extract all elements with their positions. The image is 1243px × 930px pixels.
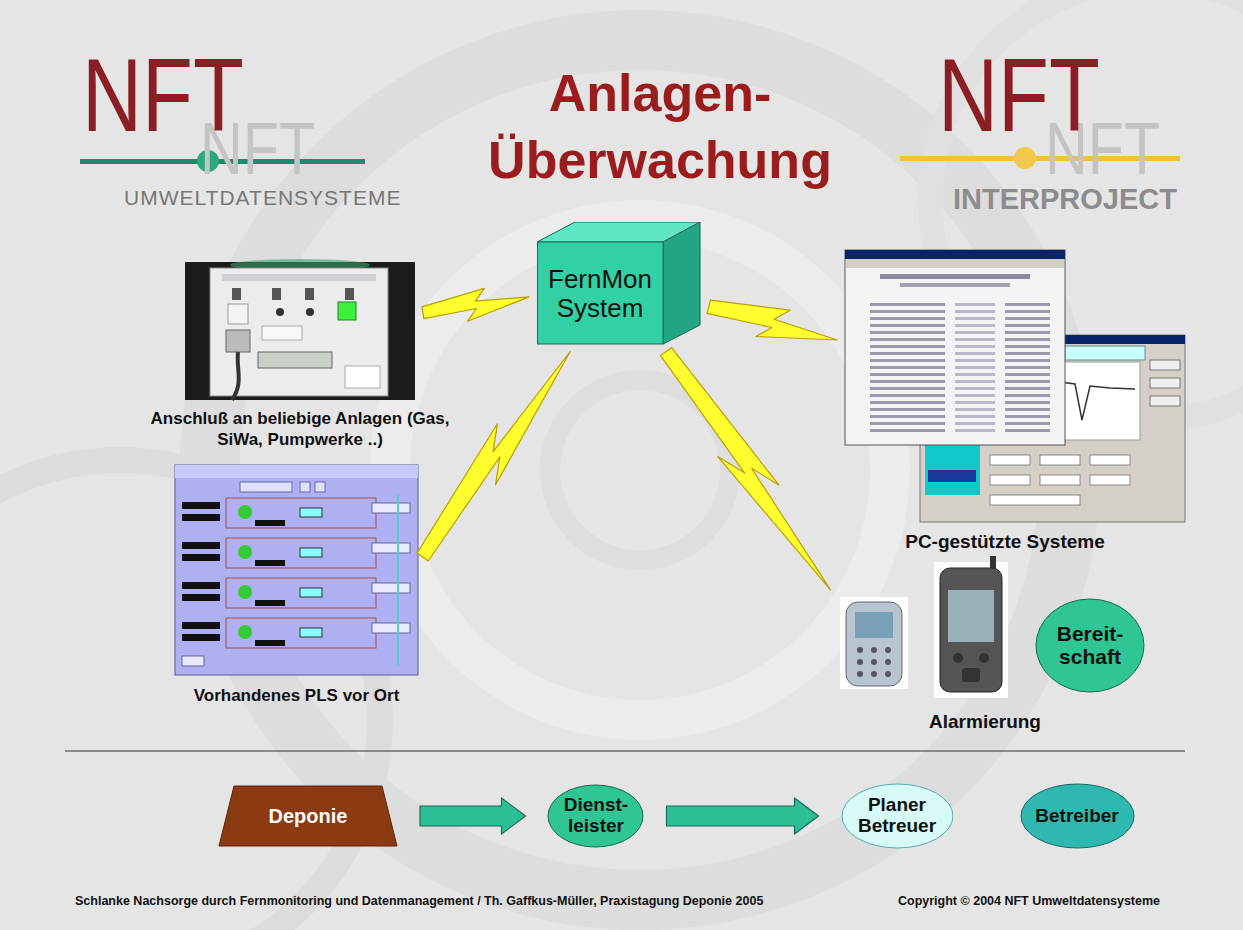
ellipse-outline bbox=[1021, 784, 1134, 848]
block-arrow bbox=[420, 798, 526, 834]
mobile-devices bbox=[840, 556, 1008, 698]
caption: PC-gestützte Systeme bbox=[845, 530, 1165, 554]
node-label: Dienst- leister bbox=[564, 795, 628, 837]
standby-circle: Bereit- schaft bbox=[1035, 598, 1145, 693]
node-label: Planer Betreuer bbox=[858, 795, 936, 837]
role-circle: Planer Betreuer bbox=[841, 783, 954, 849]
role-circle: Betreiber bbox=[1020, 783, 1135, 849]
text-holder: Betreiber bbox=[1020, 783, 1135, 849]
device-photo bbox=[185, 259, 415, 400]
role-circle: Dienst- leister bbox=[547, 784, 644, 848]
logo-letters: NFT bbox=[82, 43, 244, 147]
ellipse-outline bbox=[1036, 599, 1144, 692]
device-photo-node: Anschluß an beliebige Anlagen (Gas, SiWa… bbox=[185, 262, 415, 400]
caption: Alarmierung bbox=[835, 710, 1135, 734]
lightning-link bbox=[422, 288, 529, 321]
caption: Anschluß an beliebige Anlagen (Gas, SiWa… bbox=[140, 408, 460, 451]
node-label: Betreiber bbox=[1035, 806, 1118, 827]
text-holder: FernMon System bbox=[537, 242, 663, 345]
pc-screenshots bbox=[845, 250, 1185, 522]
copyright-note: Copyright © 2004 NFT Umweltdatensysteme bbox=[898, 894, 1160, 908]
system-cube: FernMon System bbox=[537, 222, 701, 345]
pls-screenshot bbox=[175, 465, 418, 675]
node-label: Bereit- schaft bbox=[1057, 622, 1124, 668]
footer-note: Schlanke Nachsorge durch Fernmonitoring … bbox=[75, 894, 763, 908]
screenshot-node: Vorhandenes PLS vor Ort bbox=[175, 465, 418, 675]
text-holder: Deponie bbox=[218, 785, 398, 847]
ellipse-outline bbox=[842, 784, 953, 848]
cube-outline bbox=[537, 222, 700, 344]
slide-title: Anlagen- Überwachung bbox=[460, 60, 860, 193]
lightning-link bbox=[660, 348, 830, 590]
block-arrow bbox=[667, 798, 819, 834]
text-holder: Planer Betreuer bbox=[841, 783, 954, 849]
separator-line bbox=[65, 751, 1185, 752]
caption: Vorhandenes PLS vor Ort bbox=[155, 685, 438, 706]
alarm-group: AlarmierungBereit- schaft bbox=[835, 560, 1160, 710]
node-label: FernMon System bbox=[548, 265, 652, 322]
node-label: Deponie bbox=[269, 805, 348, 827]
lightning-link bbox=[417, 352, 570, 562]
ellipse-outline bbox=[548, 785, 643, 847]
text-holder: Bereit- schaft bbox=[1035, 598, 1145, 693]
logo-subtitle: INTERPROJECT bbox=[953, 183, 1177, 216]
logo-letters: NFT bbox=[938, 43, 1100, 147]
trapezoid-outline bbox=[219, 786, 397, 846]
lightning-link bbox=[707, 300, 837, 340]
logo-subtitle: UMWELTDATENSYSTEME bbox=[124, 186, 401, 210]
screenshot-node: PC-gestützte Systeme bbox=[845, 250, 1185, 522]
landfill-trapezoid: Deponie bbox=[218, 785, 398, 847]
text-holder: Dienst- leister bbox=[547, 784, 644, 848]
